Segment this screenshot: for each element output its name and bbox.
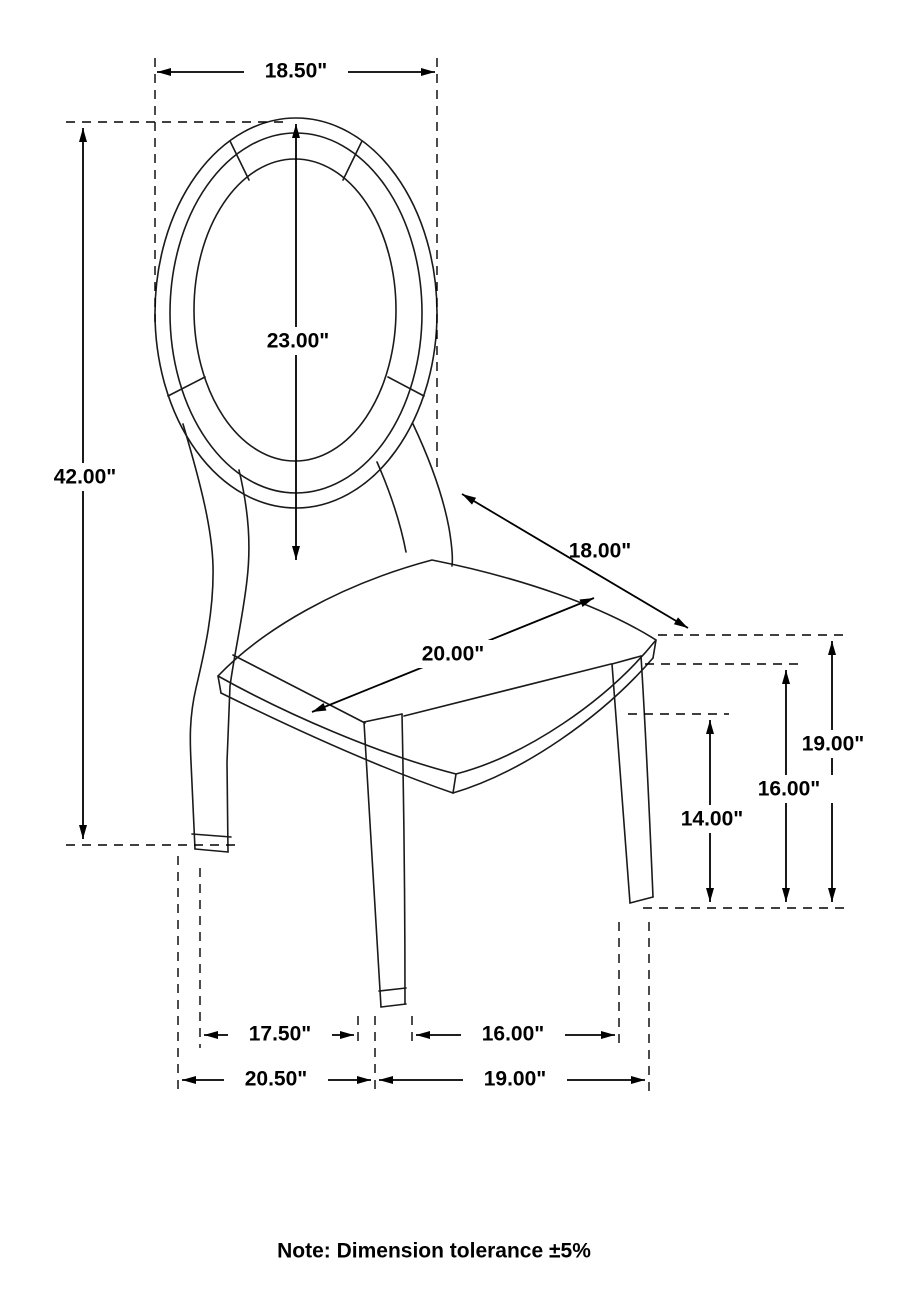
dim-label-background xyxy=(461,1020,565,1048)
dim-overall-height: 42.00" xyxy=(33,128,137,839)
dim-back-height: 23.00" xyxy=(246,124,350,560)
dim-label-background xyxy=(660,805,764,833)
dim-label-background xyxy=(244,57,348,85)
dim-base-depth-label: 19.00" xyxy=(484,1068,547,1091)
extension-lines xyxy=(66,58,850,1093)
dim-base-depth: 19.00" xyxy=(379,1065,645,1093)
dim-label-background xyxy=(228,1020,332,1048)
dim-label-background xyxy=(737,775,841,803)
dim-back-width: 18.50" xyxy=(157,57,435,85)
chair-front-left-leg-ankle xyxy=(378,987,407,992)
dim-back-width-label: 18.50" xyxy=(265,60,328,83)
chair-front-right-leg-bottom xyxy=(629,896,654,904)
dim-label-background xyxy=(781,730,885,758)
tolerance-note: Note: Dimension tolerance ±5% xyxy=(277,1240,591,1263)
chair-front-left-leg-top xyxy=(363,713,403,723)
dim-floor-to-seat-back-label: 19.00" xyxy=(802,733,865,756)
chair-seat-edge-left xyxy=(217,675,222,694)
chair-right-apron xyxy=(403,663,612,717)
dim-floor-to-apron-label: 14.00" xyxy=(681,808,744,831)
chair-back-joint-line xyxy=(387,376,425,397)
dim-floor-to-seat-front-label: 16.00" xyxy=(758,778,821,801)
chair-seat-lower-front-right xyxy=(452,657,654,794)
chair-left-apron xyxy=(232,654,366,724)
chair-drawing xyxy=(154,117,657,1008)
chair-front-right-leg-top xyxy=(611,655,642,665)
dim-floor-to-apron: 14.00" xyxy=(660,720,764,902)
chair-back-joint-line xyxy=(167,376,206,397)
chair-seat-edge-right xyxy=(652,639,657,659)
chair-right-post-inner xyxy=(376,461,407,553)
dim-overall-height-label: 42.00" xyxy=(54,466,117,489)
dim-side-leg-spacing: 16.00" xyxy=(416,1020,615,1048)
dim-seat-width-label: 20.00" xyxy=(422,643,485,666)
dim-label-background xyxy=(401,640,505,668)
chair-right-post-outer xyxy=(412,423,454,567)
chair-front-left-leg-left-edge xyxy=(363,721,382,1008)
chair-left-post-inner xyxy=(226,469,250,853)
chair-left-foot-bottom xyxy=(194,848,229,853)
chair-front-right-leg-left-edge xyxy=(611,663,631,904)
dim-floor-to-seat-back: 19.00" xyxy=(781,641,885,902)
dim-base-width-label: 20.50" xyxy=(245,1068,308,1091)
chair-back-joint-line xyxy=(229,140,250,181)
chair-back-joint-line xyxy=(342,140,363,181)
dim-seat-depth: 18.00" xyxy=(461,493,689,629)
dim-label-background xyxy=(33,463,137,491)
chair-seat-lower-front-left xyxy=(220,692,454,794)
dim-seat-depth-label: 18.00" xyxy=(569,540,632,563)
dim-back-height-label: 23.00" xyxy=(267,330,330,353)
dim-floor-to-seat-front: 16.00" xyxy=(737,670,841,902)
chair-seat-edge-front xyxy=(452,773,457,794)
dim-label-background xyxy=(463,1065,567,1093)
chair-front-left-leg-bottom xyxy=(380,1003,407,1008)
chair-front-right-leg-right-edge xyxy=(640,655,654,898)
chair-front-left-leg-right-edge xyxy=(401,713,406,1005)
dim-seat-width: 20.00" xyxy=(311,597,595,713)
chair-left-foot-ankle xyxy=(191,833,232,838)
dim-label-background xyxy=(224,1065,328,1093)
chair-left-post-outer xyxy=(182,423,214,850)
dim-front-leg-spacing-label: 17.50" xyxy=(249,1023,312,1046)
dimension-line xyxy=(461,493,689,629)
dim-side-leg-spacing-label: 16.00" xyxy=(482,1023,545,1046)
dim-front-leg-spacing: 17.50" xyxy=(204,1020,354,1048)
dim-base-width: 20.50" xyxy=(182,1065,371,1093)
chair-back-inner-oval xyxy=(193,158,397,462)
dim-label-background xyxy=(246,327,350,355)
